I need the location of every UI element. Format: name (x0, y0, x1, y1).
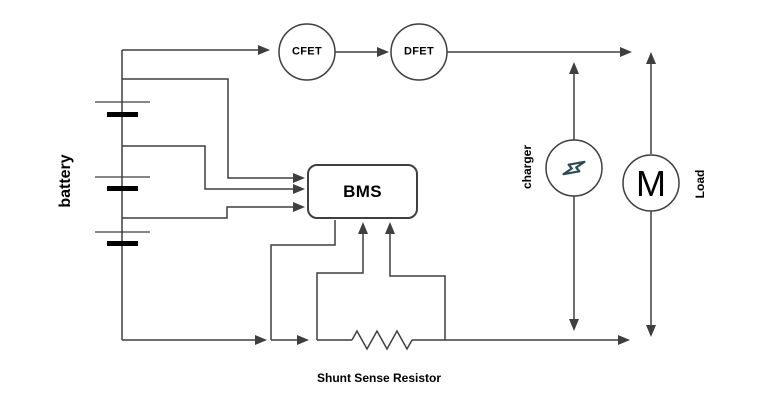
wire-cell-tap-3-to-bms (122, 202, 305, 219)
bms-label: BMS (343, 181, 382, 201)
load-label: Load (693, 169, 707, 199)
wire-sense-left-to-bms (316, 222, 368, 340)
shunt-resistor-symbol (351, 329, 413, 351)
charger-label: charger (520, 144, 534, 190)
motor-symbol-label: M (636, 163, 666, 204)
battery-cell-plate-short-3 (107, 241, 138, 246)
lightning-bolt-icon (562, 160, 586, 176)
dfet-label: DFET (404, 45, 434, 58)
wire-bms-ground (270, 220, 336, 340)
wire-cell-tap-2-to-bms (122, 145, 305, 194)
battery-cell-plate-short-1 (107, 112, 138, 117)
battery-cell-plate-short-2 (107, 186, 138, 191)
wire-sense-right-to-bms (385, 222, 446, 340)
shunt-sense-resistor-label: Shunt Sense Resistor (316, 371, 442, 385)
battery-symbol (95, 50, 150, 340)
bms-block: BMS (307, 164, 418, 219)
wire-cell-tap-1-to-bms (122, 78, 305, 183)
cfet-label: CFET (292, 45, 322, 58)
battery-label: battery (57, 154, 74, 208)
